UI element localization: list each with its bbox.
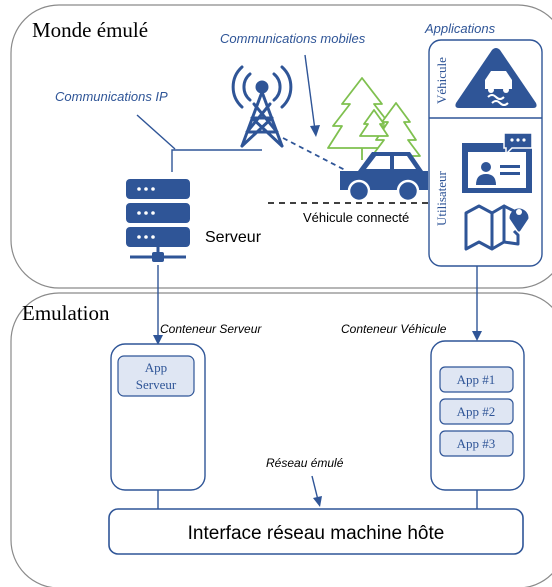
mobile-communications-label: Communications mobiles — [220, 31, 366, 46]
emulation-title: Emulation — [22, 301, 110, 325]
tower-server-link — [171, 149, 262, 172]
emulated-world-title: Monde émulé — [32, 18, 148, 42]
network-arrow-head — [313, 496, 322, 507]
ip-arrow — [136, 114, 176, 150]
server-container-label: Conteneur Serveur — [160, 322, 262, 336]
vehicle-app-3: App #3 — [457, 436, 496, 451]
vehicle-app-1: App #1 — [457, 372, 496, 387]
apps-user-label: Utilisateur — [434, 170, 449, 226]
mobile-arrow-head — [310, 125, 320, 137]
server-rack-icon — [126, 179, 190, 262]
host-interface-box — [108, 508, 524, 555]
server-app-line2: Serveur — [136, 377, 177, 392]
vehicle-app-2-box — [439, 398, 514, 425]
vehicle-container-label: Conteneur Véhicule — [341, 322, 447, 336]
mobile-arrow — [304, 54, 316, 131]
connected-vehicle-label: Véhicule connecté — [303, 210, 409, 225]
apps-vehicle-label: Véhicule — [434, 57, 449, 104]
antenna-tower-icon — [231, 65, 293, 148]
emulation-panel — [10, 292, 552, 587]
vehicle-app-3-box — [439, 430, 514, 457]
server-app-box — [117, 355, 195, 397]
slippery-road-warning-icon — [455, 48, 537, 108]
car-icon — [340, 152, 428, 203]
vehicle-app-1-box — [439, 366, 514, 393]
ip-communications-label: Communications IP — [55, 89, 168, 104]
map-pin-icon — [464, 204, 529, 251]
video-chat-icon — [462, 132, 533, 193]
applications-title: Applications — [424, 21, 496, 36]
server-app-line1: App — [145, 360, 167, 375]
forest-icon — [327, 77, 421, 165]
vehicle-arrow-head — [472, 331, 482, 341]
host-interface-label: Interface réseau machine hôte — [188, 523, 445, 544]
server-label: Serveur — [205, 229, 262, 246]
server-arrow-head — [153, 335, 163, 345]
vehicle-app-2: App #2 — [457, 404, 496, 419]
network-arrow — [311, 475, 319, 501]
emulated-network-label: Réseau émulé — [266, 456, 344, 470]
emulated-world-panel — [10, 4, 552, 289]
wireless-link — [282, 137, 346, 171]
